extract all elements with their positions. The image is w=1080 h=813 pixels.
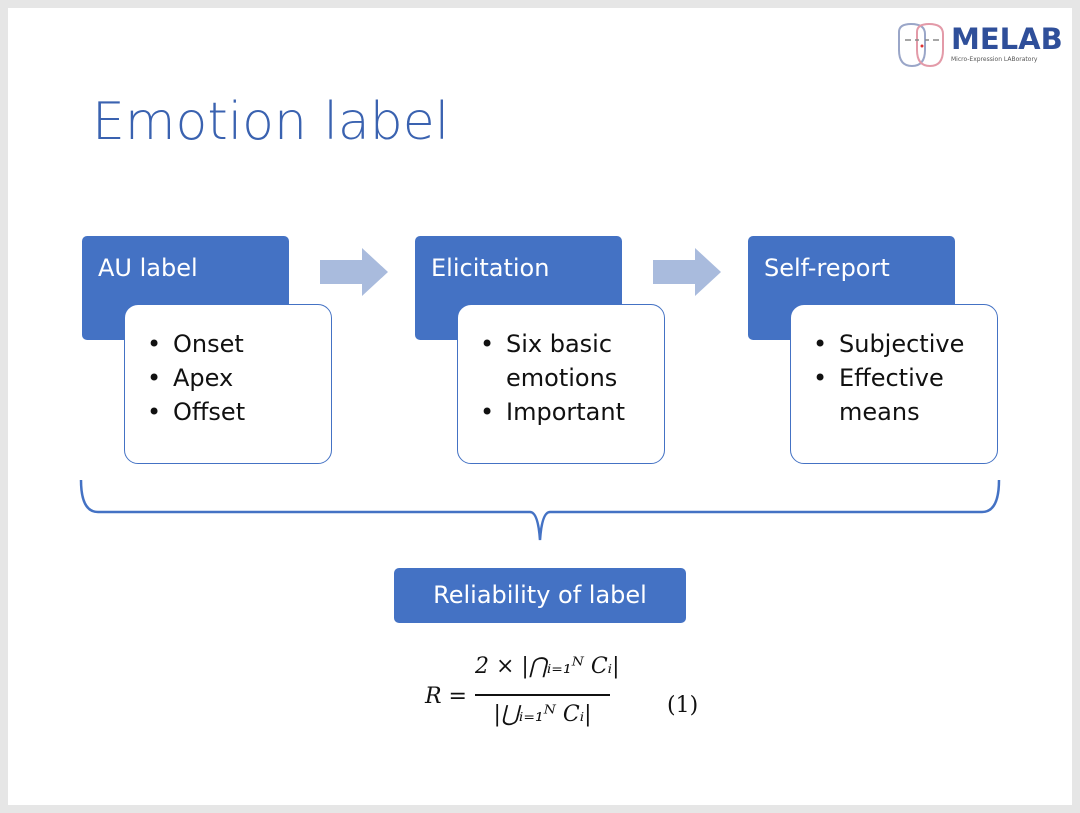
reliability-label-box: Reliability of label — [394, 568, 686, 623]
bullet-item: Onset — [147, 327, 319, 361]
formula-denominator: |⋃ᵢ₌₁ᴺ Cᵢ| — [493, 702, 592, 727]
logo-text: MELAB — [951, 22, 1063, 56]
fraction-bar — [475, 694, 610, 696]
bullet-item: Important — [480, 395, 652, 429]
formula-numerator: 2 × |⋂ᵢ₌₁ᴺ Cᵢ| — [475, 654, 620, 679]
bullet-item: Subjective — [813, 327, 985, 361]
arrow-right-icon — [653, 248, 721, 296]
bullet-item: Six basic emotions — [480, 327, 652, 395]
bullet-item: Effective means — [813, 361, 985, 429]
slide-title: Emotion label — [92, 92, 450, 152]
equation-number: (1) — [667, 693, 699, 718]
step-card-au-label: Onset Apex Offset — [124, 304, 332, 464]
melab-logo: MELAB Micro-Expression LABoratory — [895, 20, 1065, 70]
bullet-item: Offset — [147, 395, 319, 429]
formula-lhs: R = — [425, 684, 467, 709]
arrow-right-icon — [320, 248, 388, 296]
faces-logo-icon — [898, 22, 944, 68]
step-card-self-report: Subjective Effective means — [790, 304, 998, 464]
step-card-elicitation: Six basic emotions Important — [457, 304, 665, 464]
bullet-item: Apex — [147, 361, 319, 395]
logo-subtitle: Micro-Expression LABoratory — [951, 56, 1038, 63]
brace-icon — [79, 479, 1001, 541]
